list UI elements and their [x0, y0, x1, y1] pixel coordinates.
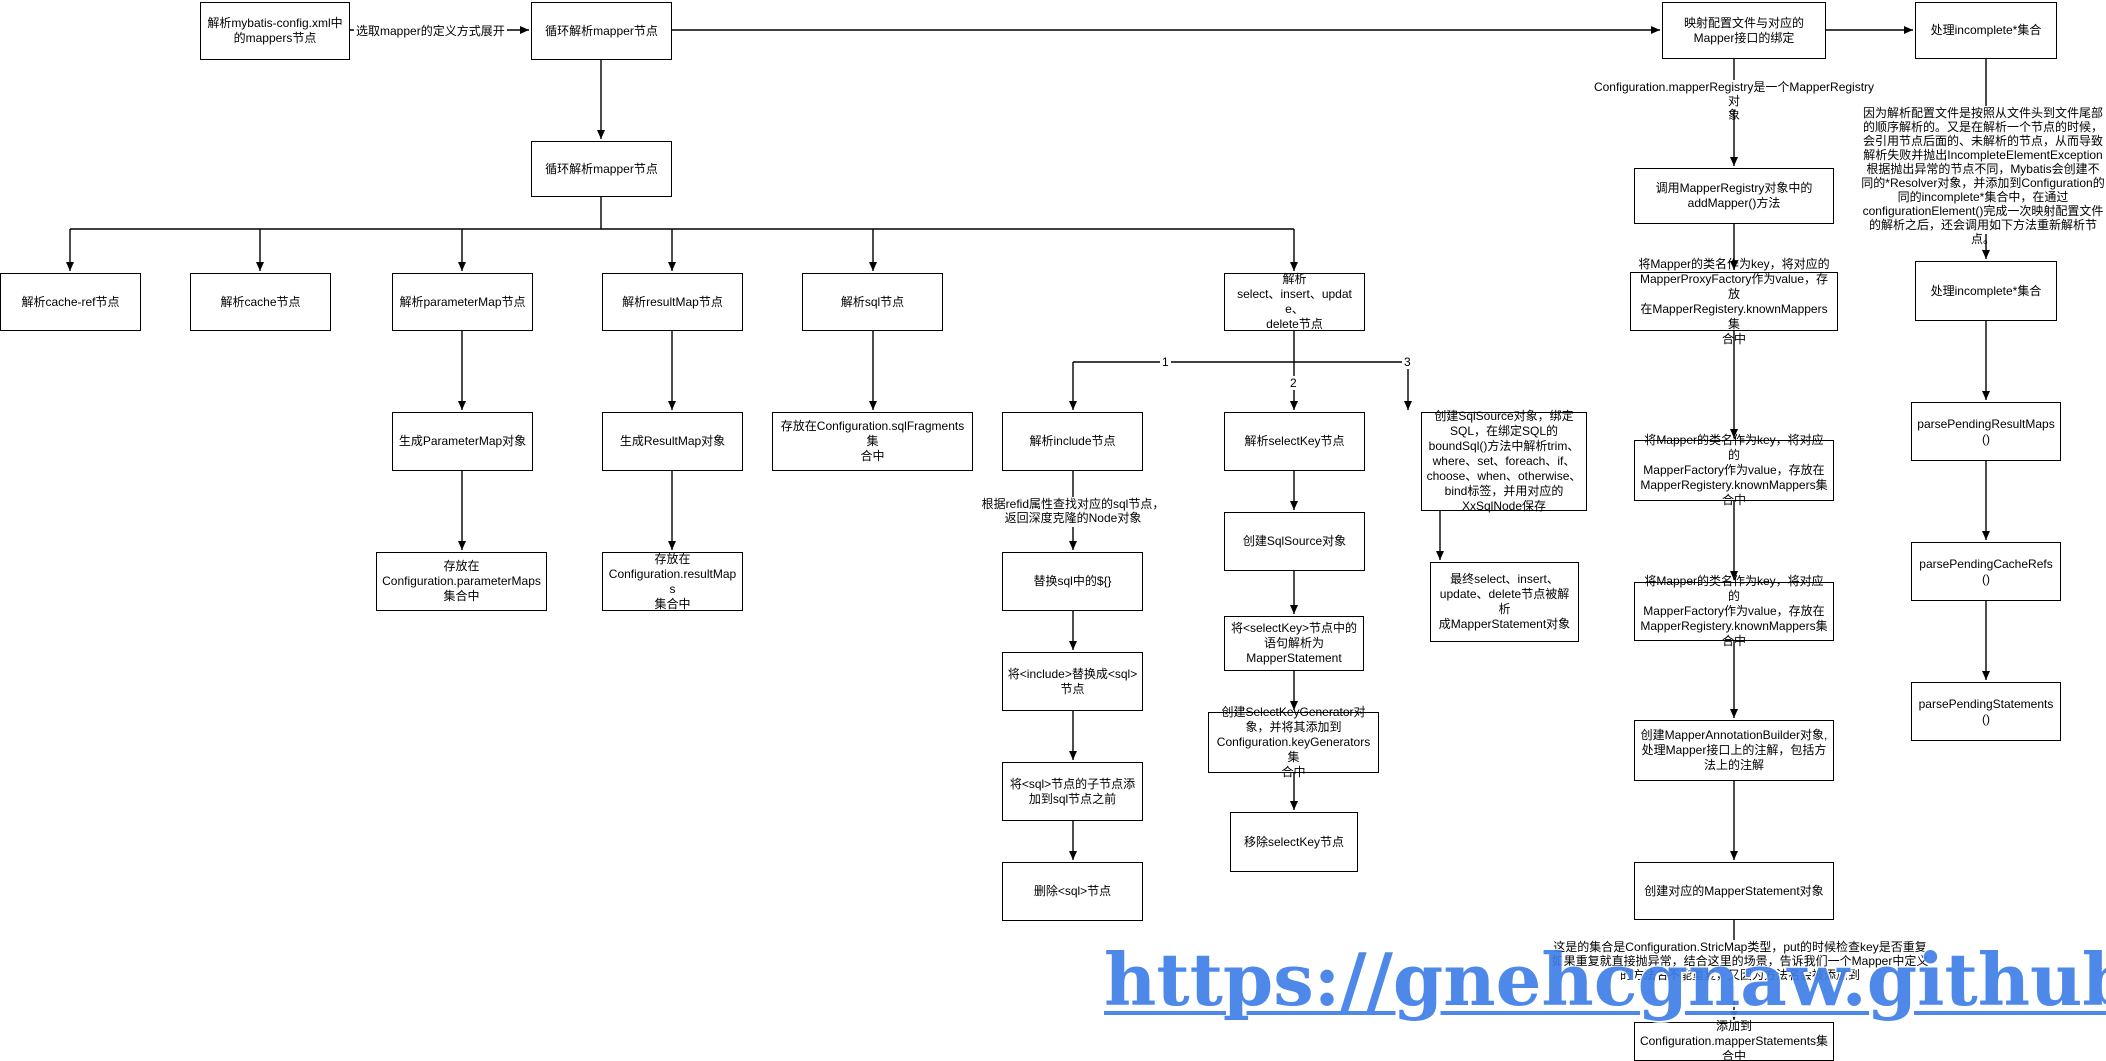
- node-select-key-stmt[interactable]: 将<selectKey>节点中的 语句解析为 MapperStatement: [1224, 616, 1364, 671]
- node-include[interactable]: 解析include节点: [1002, 412, 1143, 471]
- node-incomplete-2[interactable]: 处理incomplete*集合: [1915, 261, 2057, 321]
- node-store-parameter-maps[interactable]: 存放在 Configuration.parameterMaps 集合中: [376, 552, 547, 611]
- note-refid-lookup: 根据refid属性查找对应的sql节点， 返回深度克隆的Node对象: [973, 497, 1173, 527]
- node-select-key-gen[interactable]: 创建SelectKeyGenerator对 象，并将其添加到 Configura…: [1208, 705, 1379, 779]
- node-pending-cache-refs[interactable]: parsePendingCacheRefs(): [1911, 542, 2061, 601]
- watermark-url: https://gnehcgnaw.github.io/: [1104, 937, 2106, 1022]
- node-final-statement[interactable]: 最终select、insert、 update、delete节点被解析 成Map…: [1430, 562, 1579, 642]
- node-create-mapped-statement[interactable]: 创建对应的MapperStatement对象: [1634, 862, 1834, 920]
- node-parameter-map[interactable]: 解析parameterMap节点: [392, 273, 533, 331]
- edge-label-expand: 选取mapper的定义方式展开: [354, 24, 507, 38]
- node-replace-var[interactable]: 替换sql中的${}: [1002, 552, 1143, 611]
- node-result-map[interactable]: 解析resultMap节点: [602, 273, 743, 331]
- node-loop-mapper-2[interactable]: 循环解析mapper节点: [531, 141, 672, 197]
- node-pending-statements[interactable]: parsePendingStatements(): [1911, 682, 2061, 741]
- node-select-key[interactable]: 解析selectKey节点: [1224, 412, 1365, 471]
- node-sql[interactable]: 解析sql节点: [802, 273, 943, 331]
- node-crud[interactable]: 解析 select、insert、update、 delete节点: [1224, 272, 1365, 331]
- node-cache[interactable]: 解析cache节点: [190, 273, 331, 331]
- edge-label-branch-3: 3: [1402, 355, 1413, 369]
- node-add-mapped-statements[interactable]: 添加到 Configuration.mapperStatements集 合中: [1634, 1019, 1834, 1061]
- node-sql-source-bind[interactable]: 创建SqlSource对象，绑定 SQL，在绑定SQL的 boundSql()方…: [1421, 409, 1587, 513]
- edge-label-branch-2: 2: [1288, 376, 1299, 390]
- node-replace-include[interactable]: 将<include>替换成<sql> 节点: [1002, 652, 1143, 711]
- edge-fanout-bus: [70, 197, 1294, 230]
- node-delete-sql[interactable]: 删除<sql>节点: [1002, 862, 1143, 921]
- node-loop-mapper-top[interactable]: 循环解析mapper节点: [531, 2, 672, 60]
- node-incomplete-top[interactable]: 处理incomplete*集合: [1915, 2, 2057, 59]
- node-known-mappers-1[interactable]: 将Mapper的类名作为key，将对应的 MapperProxyFactory作…: [1630, 257, 1838, 346]
- node-known-mappers-3[interactable]: 将Mapper的类名作为key，将对应的 MapperFactory作为valu…: [1634, 574, 1834, 648]
- node-store-result-maps[interactable]: 存放在 Configuration.resultMaps 集合中: [602, 552, 743, 611]
- node-store-sql-fragments[interactable]: 存放在Configuration.sqlFragments集 合中: [772, 412, 973, 471]
- node-parse-config[interactable]: 解析mybatis-config.xml中 的mappers节点: [200, 2, 350, 60]
- node-add-mapper[interactable]: 调用MapperRegistry对象中的 addMapper()方法: [1634, 168, 1834, 224]
- note-mapper-registry: Configuration.mapperRegistry是一个MapperReg…: [1588, 80, 1880, 122]
- node-bind-interface[interactable]: 映射配置文件与对应的 Mapper接口的绑定: [1662, 2, 1826, 59]
- note-strict-map: 这是的集合是Configuration.StricMap类型，put的时候检查k…: [1540, 940, 1940, 986]
- node-remove-select-key[interactable]: 移除selectKey节点: [1230, 812, 1358, 872]
- node-cache-ref[interactable]: 解析cache-ref节点: [0, 273, 141, 331]
- node-gen-parameter-map[interactable]: 生成ParameterMap对象: [392, 412, 533, 471]
- node-annotation-builder[interactable]: 创建MapperAnnotationBuilder对象, 处理Mapper接口上…: [1634, 720, 1834, 781]
- node-gen-result-map[interactable]: 生成ResultMap对象: [602, 412, 743, 471]
- node-create-sql-source[interactable]: 创建SqlSource对象: [1224, 512, 1365, 571]
- node-add-children[interactable]: 将<sql>节点的子节点添 加到sql节点之前: [1002, 762, 1143, 821]
- note-incomplete-explain: 因为解析配置文件是按照从文件头到文件尾部 的顺序解析的。又是在解析一个节点的时候…: [1860, 106, 2106, 246]
- edge-crud-bus: [1073, 331, 1408, 363]
- node-pending-result-maps[interactable]: parsePendingResultMaps(): [1911, 402, 2061, 461]
- edge-label-branch-1: 1: [1160, 355, 1171, 369]
- node-known-mappers-2[interactable]: 将Mapper的类名作为key，将对应的 MapperFactory作为valu…: [1634, 433, 1834, 507]
